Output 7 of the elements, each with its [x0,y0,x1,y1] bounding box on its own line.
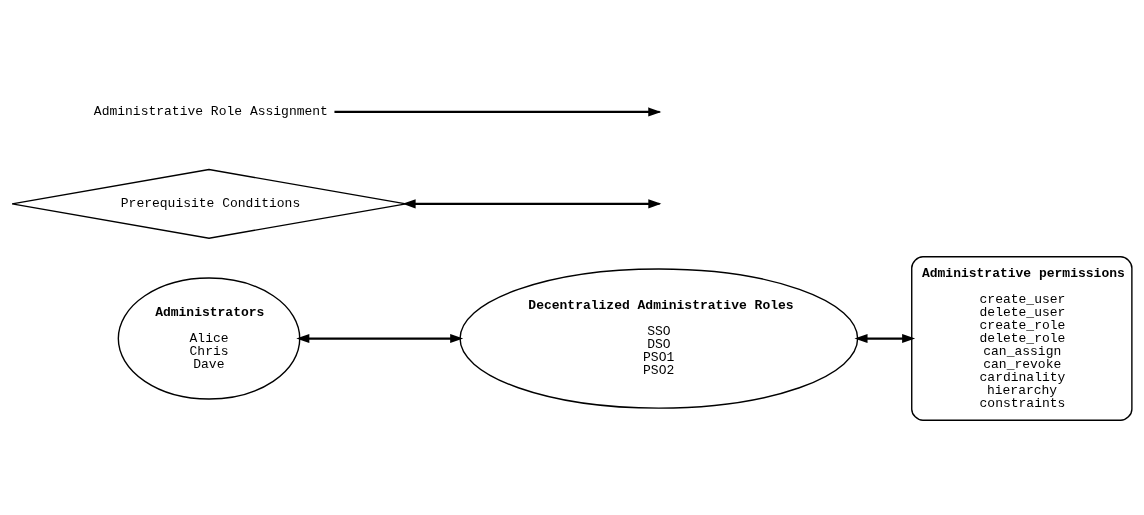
arrow [296,334,464,344]
node-diamond: Prerequisite Conditions [11,168,407,239]
node-ellipse: Decentralized Administrative Roles SSO DSO PSO1 PSO2 [459,268,859,409]
node-ellipse: Administrators Alice Chris Dave [117,277,301,400]
arrow [854,334,916,344]
node-box: Administrative permissions create_user delete_user create_role delete_role can_assign can_revoke cardinality hierarchy constraints [911,256,1133,421]
node-text: Administrative Role Assignment [93,104,328,120]
